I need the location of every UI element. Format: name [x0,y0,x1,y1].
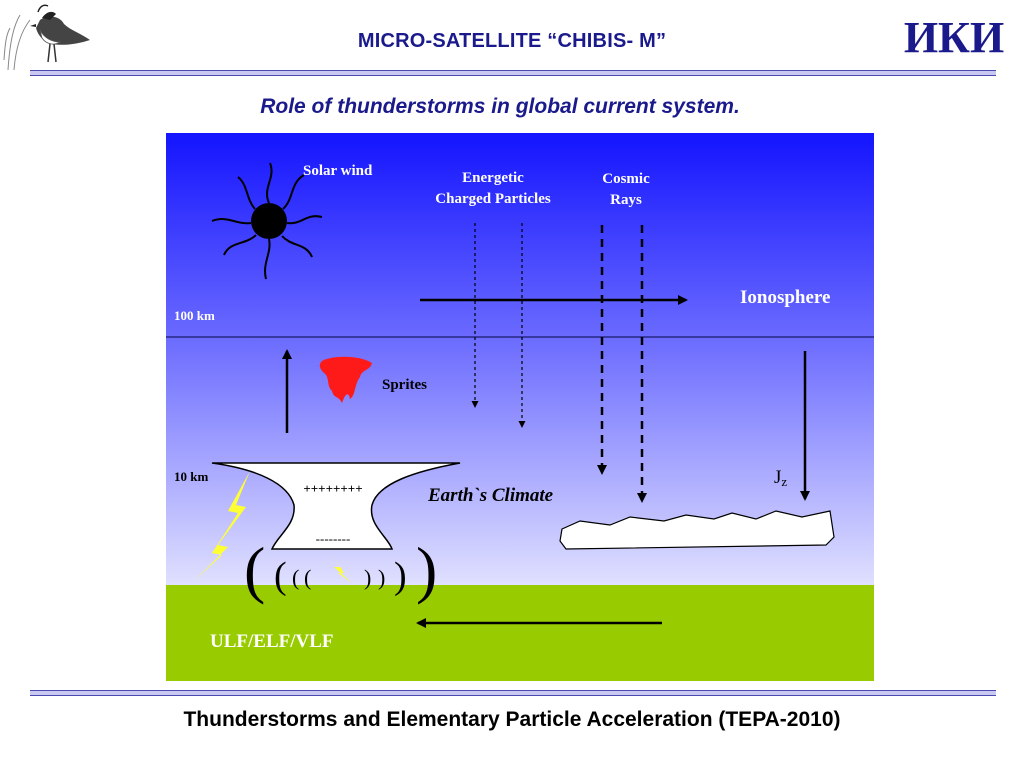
iki-logo: ИКИ [904,13,1004,60]
solar-wind-label: Solar wind [303,163,373,179]
ulf-elf-vlf-label: ULF/ELF/VLF [210,631,334,652]
thundercloud [211,462,461,550]
footer-caption: Thunderstorms and Elementary Particle Ac… [183,708,841,731]
wave-paren-inner-left-2: ( [304,565,311,590]
energetic-label-line2: Charged Particles [435,191,551,207]
negative-charges: -------- [316,531,351,546]
lightning-bolt-small-icon [330,551,352,583]
slide-subtitle: Role of thunderstorms in global current … [260,95,740,118]
sprites-label: Sprites [382,377,427,393]
wave-paren-outer-left: ( [244,534,265,605]
header-rule [30,70,996,76]
footer-rule [30,690,996,696]
bird-logo-icon [3,4,90,71]
jz-label: Jz [774,467,787,489]
altitude-10km-label: 10 km [174,469,208,484]
earth-climate-label: Earth`s Climate [427,485,554,506]
ground-cloud [559,510,835,550]
iki-logo-text: ИКИ [904,13,1004,60]
cosmic-label-line1: Cosmic [602,171,650,187]
lightning-bolt-large-icon [194,471,250,581]
cosmic-label-line2: Rays [610,192,642,208]
wave-paren-inner-right-2: ) [378,565,385,590]
energetic-label-line1: Energetic [462,170,524,186]
wave-paren-outer-right: ) [416,534,437,605]
sprite-icon [319,356,372,403]
wave-paren-inner-right-1: ) [364,565,371,590]
wave-paren-inner-left-1: ( [292,565,299,590]
ionosphere-label: Ionosphere [740,287,830,308]
positive-charges: ++++++++ [303,481,362,496]
global-current-diagram: Solar wind Energetic Charged Particles C… [166,133,874,681]
ground [166,585,874,681]
altitude-100km-label: 100 km [174,308,215,323]
wave-paren-mid-left: ( [274,555,287,597]
page-title: MICRO-SATELLITE “CHIBIS- M” [357,30,667,52]
wave-paren-mid-right: ) [394,555,407,597]
sun-icon [211,162,323,280]
